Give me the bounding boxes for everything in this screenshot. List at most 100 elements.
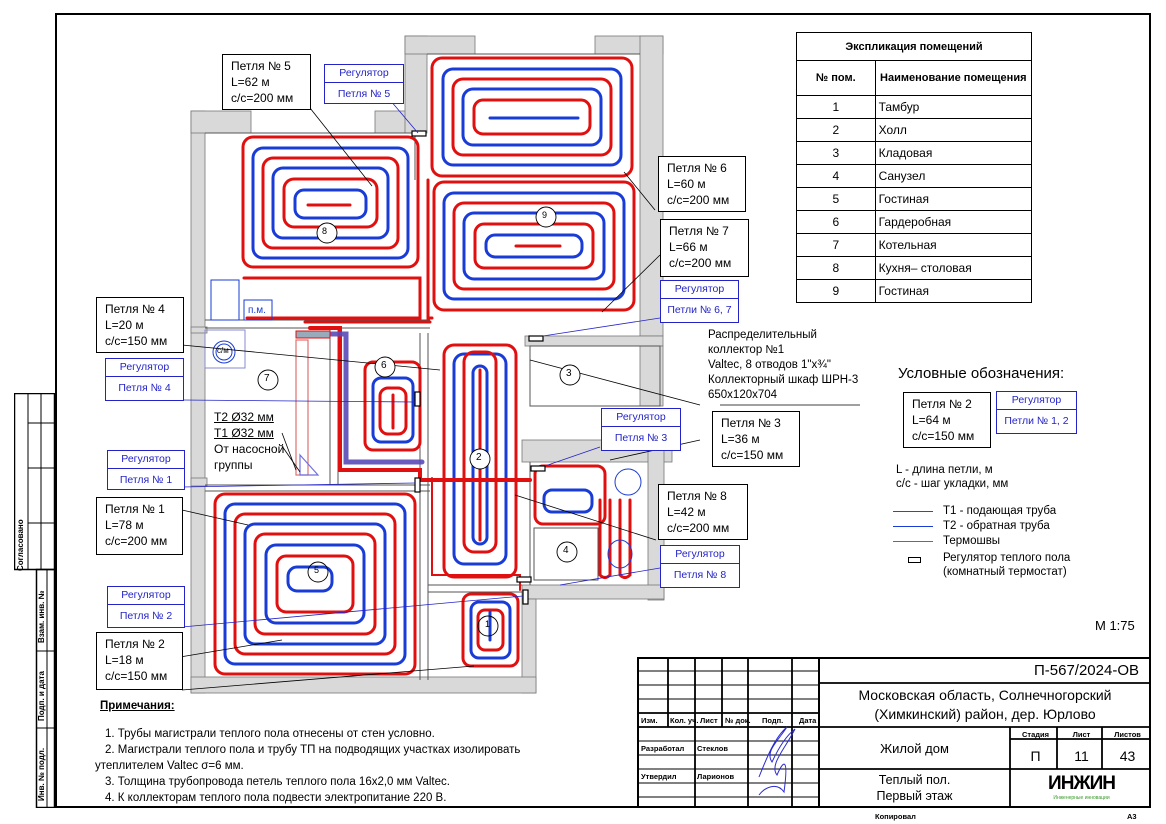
regulator-title: Регулятор bbox=[106, 359, 183, 377]
collector-line-1: Распределительный bbox=[708, 329, 817, 341]
room-name: Котельная bbox=[874, 233, 1033, 257]
room-marker-9: 9 bbox=[542, 210, 548, 220]
room-marker-5: 5 bbox=[314, 565, 320, 575]
thermostat-icon bbox=[908, 557, 921, 563]
role-approved: Утвердил bbox=[641, 772, 677, 781]
side-stamp: Согласовано Взам. инв. № Подп. и дата Ин… bbox=[14, 393, 55, 808]
pump-pipes bbox=[295, 339, 320, 476]
legend-supply: Т1 - подающая труба bbox=[943, 505, 1057, 517]
legend-return: Т2 - обратная труба bbox=[943, 520, 1050, 532]
note-1: 1. Трубы магистрали теплого пола отнесен… bbox=[105, 728, 435, 740]
hdr-doc: № док. bbox=[725, 716, 751, 725]
loop-length: L=36 м bbox=[721, 432, 760, 446]
t2-label: Т2 Ø32 мм bbox=[214, 410, 274, 424]
location: Московская область, Солнечногорский (Хим… bbox=[819, 686, 1151, 724]
company-logo: ИНЖИН Инженерные инновации bbox=[1012, 773, 1151, 801]
notes-heading: Примечания: bbox=[100, 700, 175, 712]
room-number: 4 bbox=[796, 164, 876, 188]
room-marker-4: 4 bbox=[563, 545, 569, 556]
loop-callout-5: Петля № 5 L=62 м с/с=200 мм bbox=[222, 54, 311, 110]
note-2: 2. Магистрали теплого пола и трубу ТП на… bbox=[105, 744, 521, 756]
pm-label: п.м. bbox=[248, 305, 266, 316]
loop-step: с/с=200 мм bbox=[669, 256, 732, 270]
loop-step: с/с=200 мм bbox=[667, 521, 730, 535]
loop-step: с/с=150 мм bbox=[912, 429, 975, 443]
col-name-header: Наименование помещения bbox=[874, 60, 1033, 96]
loop-length: L=18 м bbox=[105, 653, 144, 667]
fixtures bbox=[204, 279, 642, 569]
loop-4 bbox=[363, 360, 422, 452]
explication-table: Экспликация помещений № пом. Наименовани… bbox=[796, 32, 1033, 303]
regulator-target: Петли № 6, 7 bbox=[667, 304, 732, 316]
note-2-cont: утеплителем Valtec σ=6 мм. bbox=[95, 760, 244, 772]
copied-label: Копировал bbox=[875, 812, 916, 821]
legend-thermal-joint: Термошвы bbox=[943, 535, 1001, 547]
hdr-podp: Подп. bbox=[762, 716, 784, 725]
loop-title: Петля № 7 bbox=[669, 224, 729, 238]
loop-title: Петля № 4 bbox=[105, 302, 165, 316]
hdr-date: Дата bbox=[799, 716, 817, 725]
regulator-loop-3: Регулятор Петля № 3 bbox=[601, 408, 681, 451]
loop-6 bbox=[430, 56, 634, 178]
loop-length: L=66 м bbox=[669, 240, 708, 254]
legend-abbr-step: с/с - шаг укладки, мм bbox=[896, 478, 1009, 490]
sheet-frame bbox=[55, 13, 1151, 808]
room-number: 8 bbox=[796, 256, 876, 280]
room-number: 3 bbox=[796, 141, 876, 165]
room-name: Гостиная bbox=[874, 187, 1033, 211]
signature bbox=[758, 726, 796, 796]
loop-step: с/с=200 мм bbox=[231, 91, 294, 105]
room-number: 7 bbox=[796, 233, 876, 257]
title-block-grid bbox=[637, 657, 1151, 808]
regulator-target: Петля № 2 bbox=[119, 610, 173, 622]
collector bbox=[295, 330, 331, 339]
format-label: А3 bbox=[1127, 812, 1137, 821]
legend-title: Условные обозначения: bbox=[898, 365, 1065, 382]
room-number: 5 bbox=[796, 187, 876, 211]
side-stamp-grid bbox=[14, 393, 55, 808]
loop-title: Петля № 2 bbox=[105, 637, 165, 651]
logo-subtitle: Инженерные инновации bbox=[1053, 795, 1110, 801]
room-marker-7: 7 bbox=[264, 373, 270, 384]
explication-header-row: № пом. Наименование помещения bbox=[796, 60, 1033, 96]
loop-step: с/с=200 мм bbox=[667, 193, 730, 207]
loop-step: с/с=150 мм bbox=[105, 669, 168, 683]
loop-callout-3: Петля № 3 L=36 м с/с=150 мм bbox=[712, 411, 800, 467]
room-name: Кухня– столовая bbox=[874, 256, 1033, 280]
room-marker-2: 2 bbox=[476, 452, 482, 463]
name-approved: Ларионов bbox=[697, 772, 735, 781]
regulator-loop-1: Регулятор Петля № 1 bbox=[107, 450, 185, 490]
regulator-title: Регулятор bbox=[325, 65, 403, 83]
regulator-loop-4: Регулятор Петля № 4 bbox=[105, 358, 184, 401]
sheet-label: Лист bbox=[1072, 730, 1091, 739]
regulator-title: Регулятор bbox=[602, 409, 680, 427]
drawing-name-line-1: Теплый пол. bbox=[878, 773, 951, 787]
col-num-header: № пом. bbox=[796, 60, 876, 96]
cm-label: с/м bbox=[217, 346, 229, 355]
stage-value: П bbox=[1030, 748, 1041, 764]
collector-line-2: коллектор №1 bbox=[708, 344, 785, 356]
regulator-title: Регулятор bbox=[108, 587, 184, 605]
loop-step: с/с=200 мм bbox=[105, 534, 168, 548]
room-name: Холл bbox=[874, 118, 1033, 142]
hdr-izm: Изм. bbox=[641, 716, 658, 725]
regulator-target: Петли № 1, 2 bbox=[1004, 415, 1069, 427]
room-number: 1 bbox=[796, 95, 876, 119]
regulator-target: Петля № 1 bbox=[119, 474, 173, 486]
room-name: Гардеробная bbox=[874, 210, 1033, 234]
project-code: П-567/2024-ОВ bbox=[1033, 662, 1139, 679]
loop-length: L=78 м bbox=[105, 518, 144, 532]
t1-label: Т1 Ø32 мм bbox=[214, 426, 274, 440]
loop-length: L=62 м bbox=[231, 75, 270, 89]
return-line-icon bbox=[893, 526, 933, 527]
room-name: Кладовая bbox=[874, 141, 1033, 165]
loop-callout-2: Петля № 2 L=18 м с/с=150 мм bbox=[96, 632, 183, 690]
hdr-list: Лист bbox=[700, 716, 718, 725]
